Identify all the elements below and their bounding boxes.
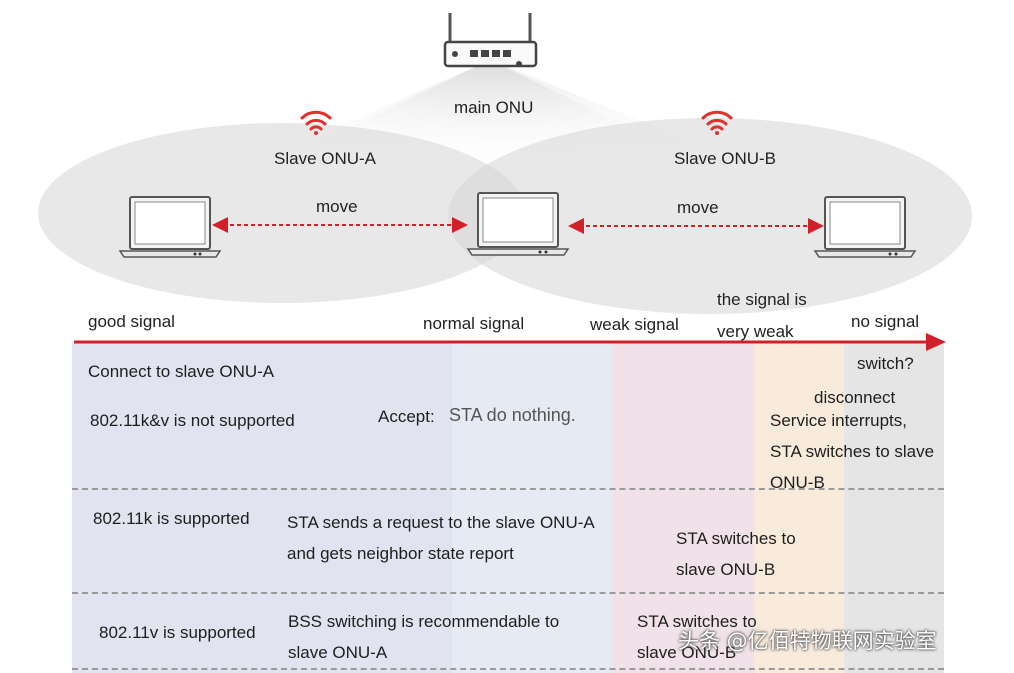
row3-switch-1: STA switches to [637,612,757,631]
laptop-icon-left [118,196,222,258]
row1-interrupt-1: Service interrupts, [770,411,907,430]
row2-request-2: and gets neighbor state report [287,544,514,563]
row2-request-1: STA sends a request to the slave ONU-A [287,513,595,532]
row3-bss-2: slave ONU-A [288,643,388,662]
row-separator-2 [72,592,944,594]
row1-switch-question: switch? [857,354,914,373]
row2-switch-1: STA switches to [676,529,796,548]
row1-accept: Accept: [378,407,435,426]
axis-label-good: good signal [88,312,175,331]
axis-label-normal: normal signal [423,314,525,333]
band-normal-signal [452,343,612,673]
row3-label: 802.11v is supported [99,623,256,642]
row3-bss-1: BSS switching is recommendable to [288,612,560,631]
row1-interrupt-2: STA switches to slave [770,442,935,461]
wifi-icon-slave-a [300,110,332,135]
wifi-icon-slave-b [701,110,733,135]
band-good-signal [72,343,452,673]
row1-disconnect: disconnect [814,388,896,407]
row2-label: 802.11k is supported [93,509,250,528]
axis-label-very-weak-2: very weak [717,322,794,341]
slave-onu-b-coverage [448,118,972,314]
axis-label-very-weak-1: the signal is [717,290,807,309]
row1-label: 802.11k&v is not supported [90,411,295,430]
band-very-weak-signal [754,343,844,673]
row2-switch-2: slave ONU-B [676,560,776,579]
laptop-icon-middle [466,192,570,256]
router-icon [443,13,538,68]
axis-label-weak: weak signal [590,315,679,334]
row3-switch-2: slave ONU-B [637,643,737,662]
move-label-right: move [677,198,719,217]
move-label-left: move [316,197,358,216]
band-no-signal [844,343,944,673]
signal-axis-arrowhead [926,333,946,351]
row-separator-3 [72,668,944,670]
slave-onu-a-label: Slave ONU-A [274,149,377,168]
slave-onu-a-coverage [38,123,526,303]
row1-connect: Connect to slave ONU-A [88,362,275,381]
watermark: 头条 @亿佰特物联网实验室 [678,629,937,653]
slave-onu-b-label: Slave ONU-B [674,149,777,168]
main-onu-label: main ONU [454,98,534,117]
axis-label-none: no signal [851,312,920,331]
row-separator-1 [72,488,944,490]
band-weak-signal [612,343,754,673]
laptop-icon-right [813,196,917,258]
row1-interrupt-3: ONU-B [770,473,825,492]
row1-accept-text: STA do nothing. [449,405,576,425]
